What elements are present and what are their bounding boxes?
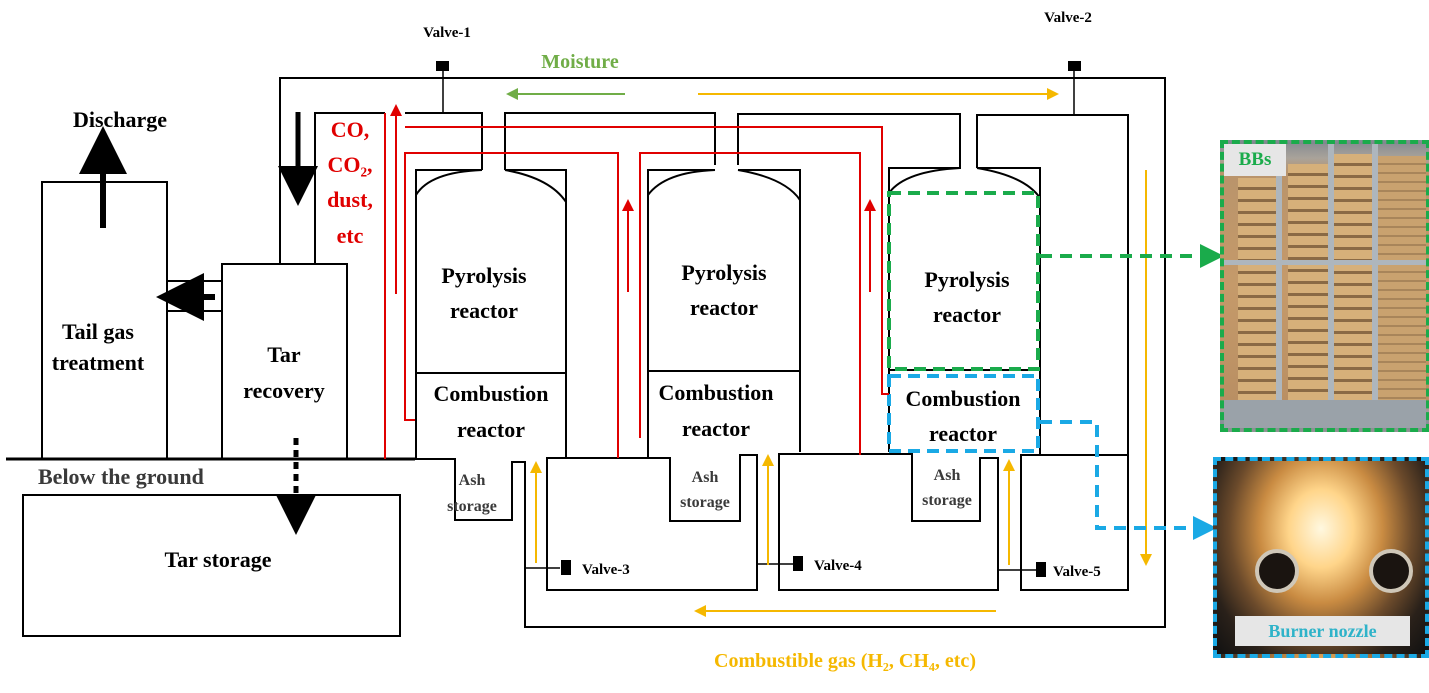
reactor-1-combustion-label-2: reactor (457, 417, 525, 442)
manifold-3 (737, 113, 961, 165)
valve-2-icon[interactable] (1068, 61, 1081, 71)
manifold-1 (405, 112, 483, 170)
flue-gas-label-3: dust, (327, 187, 373, 212)
valve-3-label: Valve-3 (582, 562, 630, 578)
reactor-1-shell (415, 169, 567, 459)
valve-3-icon[interactable] (561, 560, 571, 575)
reactor-3-pyrolysis-label-1: Pyrolysis (924, 267, 1010, 292)
tar-recovery-label-1: Tar (267, 342, 301, 367)
tar-recovery-label-2: recovery (243, 378, 324, 403)
manifold-4 (976, 114, 1129, 454)
pyrolysis-highlight-box (887, 191, 1040, 371)
reactor-2-combustion-label-1: Combustion (659, 380, 774, 405)
reactor-3-combustion-label-2: reactor (929, 421, 997, 446)
flue-gas-lines (384, 104, 889, 459)
chamber-4 (778, 453, 999, 591)
combustion-highlight-box (887, 374, 1040, 453)
cage-bar (1328, 144, 1334, 428)
reactor-3-pyrolysis-label-2: reactor (933, 302, 1001, 327)
burner-callout-arrow (1040, 420, 1217, 540)
chamber-3 (546, 454, 758, 591)
below-ground-label: Below the ground (38, 464, 204, 489)
ash-storage-3-label-1: Ash (934, 467, 961, 484)
ash-storage-2-label-1: Ash (692, 469, 719, 486)
cage-bar (1372, 144, 1378, 428)
valve-1-icon[interactable] (436, 61, 449, 71)
outer-gas-pipe (279, 77, 1166, 628)
manifold-2 (504, 112, 716, 170)
reactor-dome (888, 167, 1041, 199)
reactor-2-pyrolysis-label-2: reactor (690, 295, 758, 320)
valve-5-icon[interactable] (1036, 562, 1046, 577)
cage-base (1224, 400, 1426, 428)
ash-storage-1-label-2: storage (447, 498, 497, 515)
bbs-photo-label: BBs (1224, 144, 1286, 176)
ash-storage-2-label-2: storage (680, 494, 730, 511)
flue-gas-gaps (476, 126, 738, 154)
chamber-5 (1020, 454, 1129, 591)
burner-pipe (1369, 549, 1413, 593)
reactor-dome (415, 169, 567, 203)
reactor-2-shell (647, 169, 801, 458)
reactor-1-combustion-label-1: Combustion (434, 381, 549, 406)
reactor-1-pyrolysis-label-2: reactor (450, 298, 518, 323)
reactor-2-combustion-label-2: reactor (682, 416, 750, 441)
tar-recovery-box (221, 263, 348, 460)
burner-pipe (1255, 549, 1299, 593)
discharge-label: Discharge (73, 107, 167, 132)
valve-4-label: Valve-4 (814, 558, 862, 574)
valve-4-icon[interactable] (793, 556, 803, 571)
cage-bar (1224, 260, 1426, 265)
valve-5-label: Valve-5 (1053, 564, 1101, 580)
valve-2-label: Valve-2 (1044, 10, 1092, 26)
burner-photo-label: Burner nozzle (1235, 616, 1410, 646)
flue-gas-label-4: etc (337, 223, 364, 248)
reactor-dome (647, 169, 801, 201)
moisture-label: Moisture (541, 51, 619, 73)
flue-gas-label-1: CO, (331, 117, 370, 142)
tail-gas-label-2: treatment (52, 350, 145, 375)
reactor-1-pyrolysis-label-1: Pyrolysis (441, 263, 527, 288)
flue-gas-label-2: CO₂, (327, 152, 372, 177)
ash-storage-3-label-2: storage (922, 492, 972, 509)
burner-nozzle-photo: Burner nozzle (1213, 457, 1429, 658)
combustible-gas-label: Combustible gas (H₂, CH₄, etc) (714, 650, 976, 672)
tail-gas-label-1: Tail gas (62, 319, 134, 344)
briquette-stack (1334, 154, 1372, 404)
inner-gas-pipe (314, 112, 385, 264)
valve-1-label: Valve-1 (423, 25, 471, 41)
tar-storage-box (22, 494, 401, 637)
reactor-3-combustion-label-1: Combustion (906, 386, 1021, 411)
ash-storage-1-label-1: Ash (459, 472, 486, 489)
reactor-2-pyrolysis-label-1: Pyrolysis (681, 260, 767, 285)
tar-storage-label: Tar storage (165, 547, 272, 572)
biomass-briquettes-photo: BBs (1220, 140, 1429, 432)
briquette-stack (1288, 164, 1328, 404)
cage-bar (1276, 144, 1282, 428)
briquette-stack (1376, 156, 1426, 404)
briquette-stack (1238, 178, 1280, 404)
